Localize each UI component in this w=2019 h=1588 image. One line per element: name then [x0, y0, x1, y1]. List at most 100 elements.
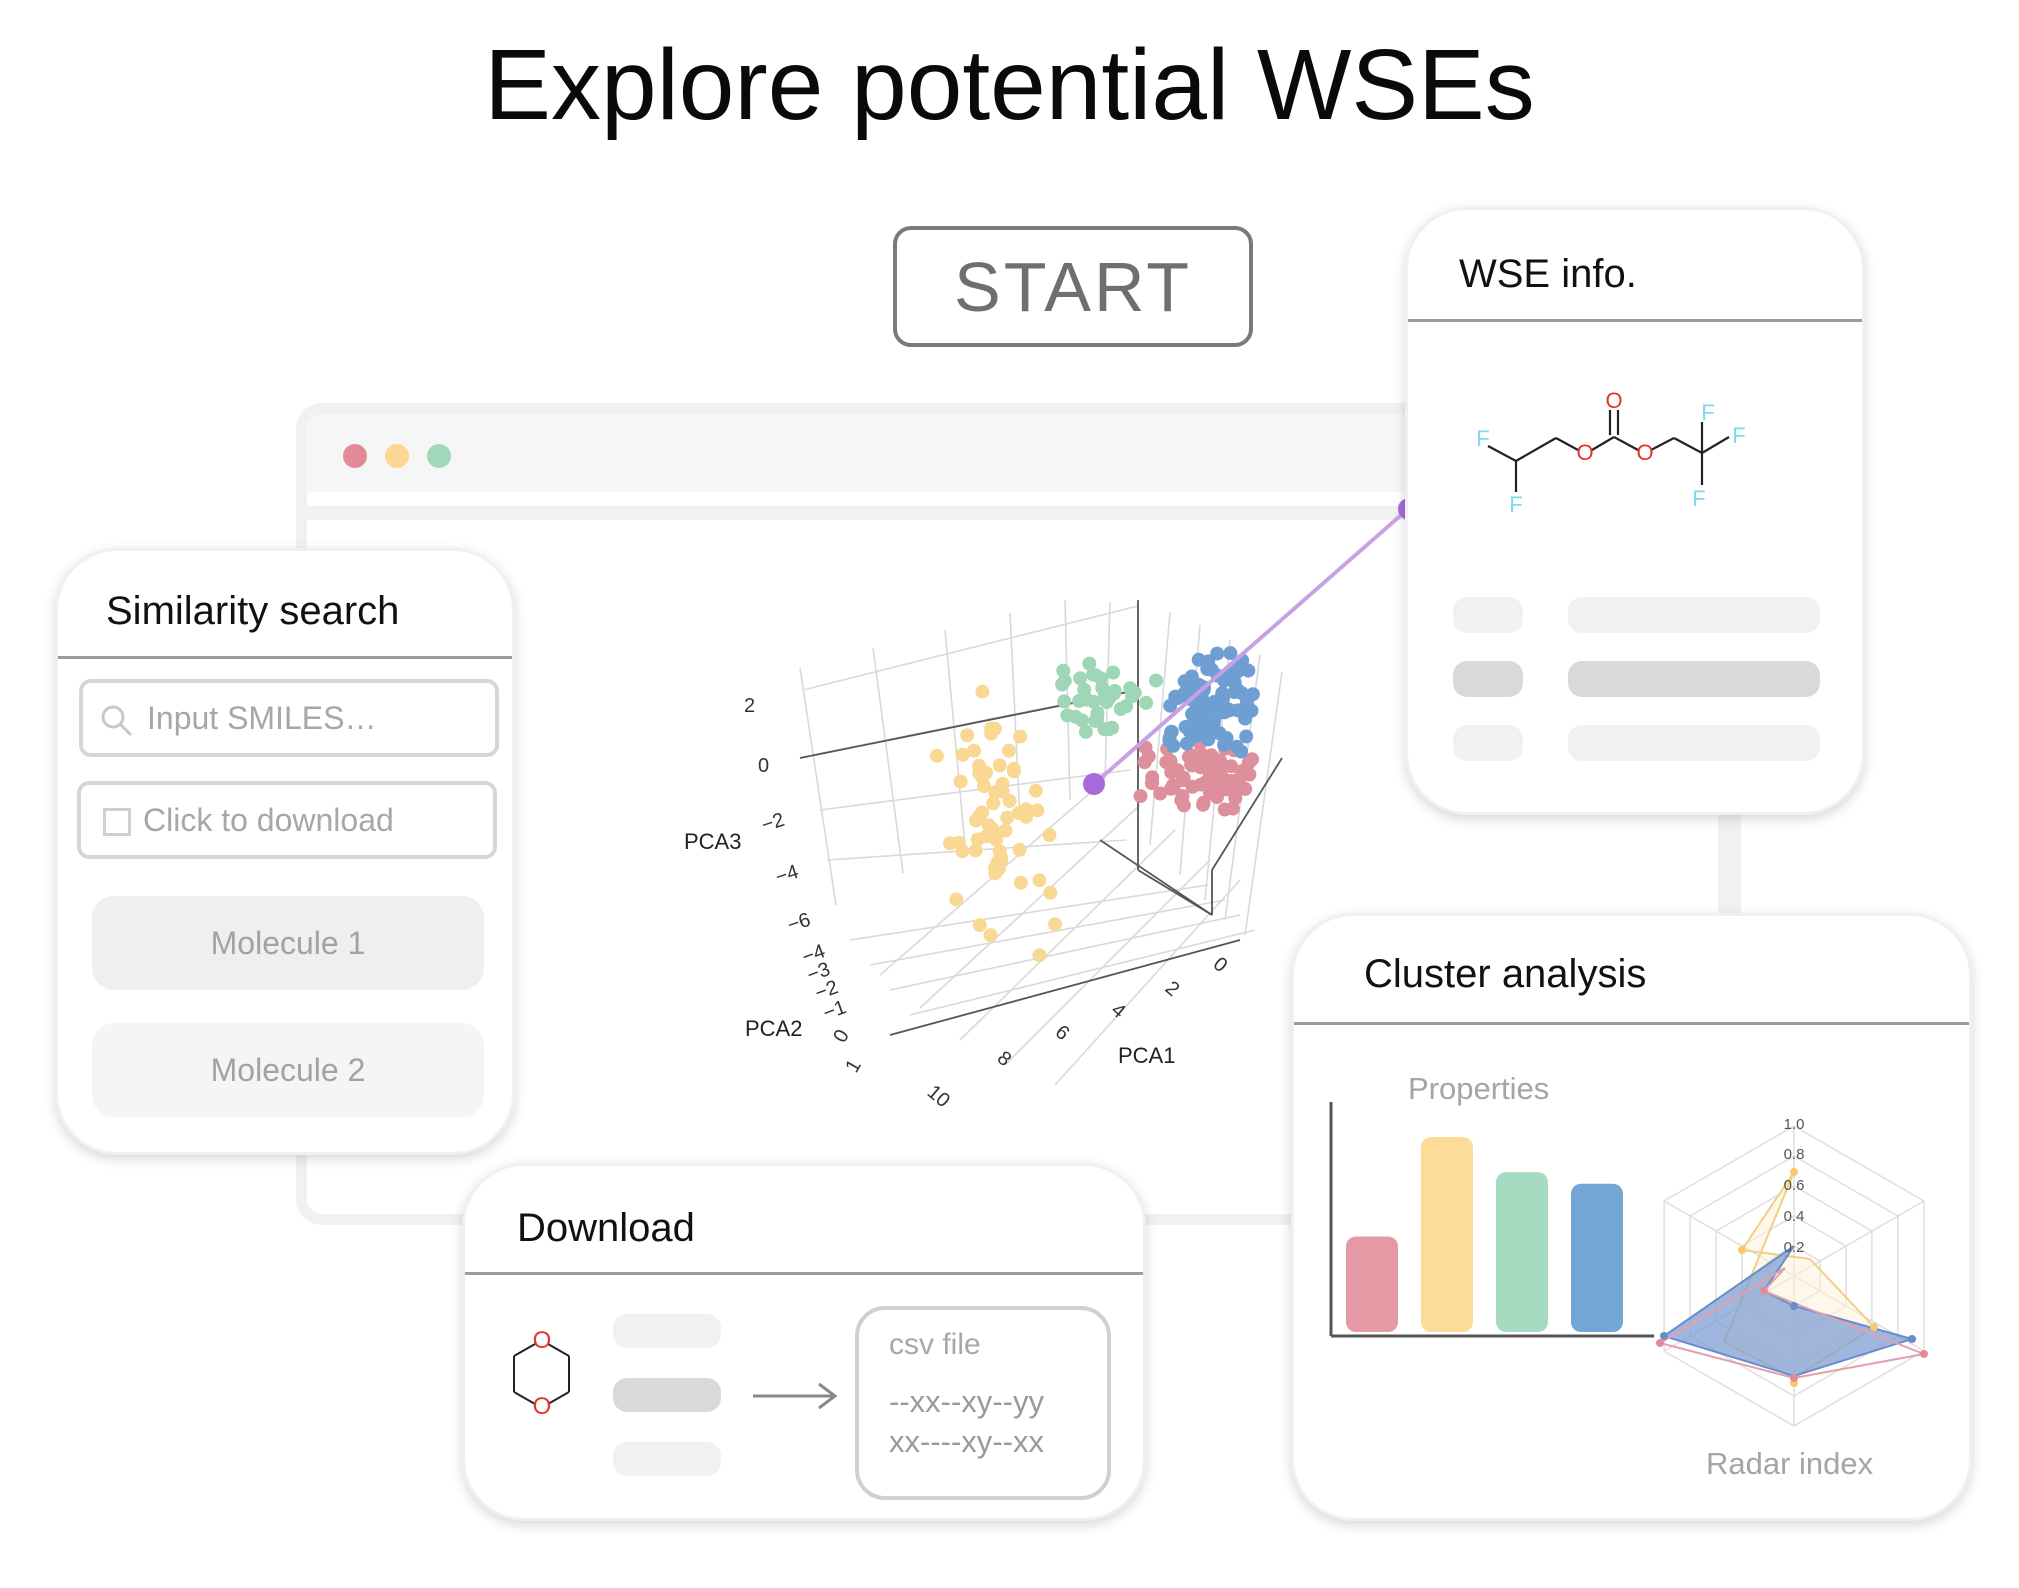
scatter-point: [1086, 694, 1101, 709]
download-title: Download: [517, 1206, 695, 1250]
arrow-right-icon: [753, 1382, 838, 1410]
scatter-point: [972, 766, 987, 781]
scatter-point: [1139, 695, 1154, 710]
scatter-point: [1077, 682, 1092, 697]
scatter-point: [1032, 948, 1047, 963]
scatter-point: [1119, 699, 1134, 714]
property-bar: [1346, 1236, 1398, 1332]
scatter-point: [1032, 873, 1047, 888]
scatter-point: [1144, 776, 1159, 791]
selected-point[interactable]: [1083, 773, 1105, 795]
scatter-point: [955, 844, 970, 859]
scatter-point: [1090, 706, 1105, 721]
scatter-point: [1000, 810, 1015, 825]
atom-fluorine: F: [1509, 492, 1522, 517]
scatter-point: [1239, 729, 1254, 744]
scatter-point: [1177, 674, 1192, 689]
scatter-point: [1078, 724, 1093, 739]
scatter-point: [1227, 675, 1242, 690]
pca1-tick: 4: [1107, 999, 1130, 1023]
scatter-point: [1133, 789, 1148, 804]
scatter-point: [1057, 674, 1072, 688]
info-placeholder-label: [1453, 661, 1523, 697]
scatter-point: [1163, 698, 1178, 713]
similarity-search-title: Similarity search: [106, 589, 400, 633]
csv-file-title: csv file: [889, 1328, 981, 1361]
csv-file-preview[interactable]: csv file --xx--xy--yy xx----xy--xx: [855, 1306, 1111, 1500]
download-placeholder-row: [613, 1314, 721, 1348]
pca1-tick: 0: [1209, 953, 1232, 977]
radar-tick: 0.8: [1784, 1146, 1805, 1163]
scatter-point: [1204, 697, 1219, 712]
pca3-axis-label: PCA3: [684, 829, 741, 854]
scatter-point: [984, 726, 999, 741]
scatter-point: [1227, 685, 1242, 700]
scatter-point: [1006, 764, 1021, 779]
scatter-point: [1057, 694, 1072, 709]
molecule-2-button[interactable]: Molecule 2: [92, 1023, 484, 1117]
window-minimize-dot[interactable]: [385, 444, 409, 468]
scatter-point: [1002, 743, 1016, 758]
download-placeholder-row: [613, 1442, 721, 1476]
info-placeholder-value: [1568, 661, 1820, 697]
scatter-point: [943, 836, 957, 851]
wse-info-card: WSE info. F F O O O F F F: [1405, 207, 1865, 815]
properties-bar-chart: [1329, 1102, 1654, 1338]
scatter-axes: [799, 600, 1283, 1036]
smiles-search-placeholder: Input SMILES…: [147, 699, 377, 736]
pca1-axis-label: PCA1: [1118, 1043, 1175, 1068]
search-icon: [101, 705, 133, 737]
scatter-point: [953, 774, 968, 789]
pca3-tick: −4: [773, 861, 801, 889]
scatter-point: [1176, 770, 1191, 785]
scatter-point: [1210, 646, 1225, 661]
atom-oxygen: O: [533, 1327, 552, 1354]
scatter-point: [1238, 781, 1253, 796]
scatter-point: [960, 728, 975, 743]
csv-line-2: xx----xy--xx: [889, 1424, 1044, 1459]
scatter-points: [930, 646, 1260, 963]
info-placeholder-value: [1568, 597, 1820, 633]
scatter-point: [930, 748, 944, 763]
window-maximize-dot[interactable]: [427, 444, 451, 468]
scatter-point: [1013, 729, 1028, 744]
scatter-point: [1107, 683, 1122, 698]
scatter-point: [1072, 694, 1087, 708]
atom-oxygen: O: [1576, 440, 1593, 465]
download-checkbox-field[interactable]: Click to download: [77, 781, 497, 859]
selection-connector-line: [1092, 507, 1410, 786]
scatter-point: [1224, 759, 1239, 774]
radar-index-label: Radar index: [1706, 1446, 1874, 1481]
scatter-point: [1019, 809, 1034, 824]
scatter-point: [1245, 752, 1260, 767]
card-divider: [1294, 1022, 1969, 1025]
radar-spoke: [1793, 1200, 1925, 1277]
pca1-tick: 10: [923, 1081, 954, 1112]
molecule-1-button[interactable]: Molecule 1: [92, 896, 484, 990]
scatter-point: [1164, 725, 1179, 740]
start-button[interactable]: START: [893, 226, 1253, 347]
scatter-point: [1193, 693, 1208, 708]
radar-tick: 0.6: [1784, 1177, 1805, 1194]
smiles-search-input[interactable]: Input SMILES…: [79, 679, 499, 757]
radar-chart: 0.2 0.4 0.6 0.8 1.0: [1656, 1116, 1928, 1427]
scatter-point: [1012, 842, 1027, 857]
scatter-point: [1013, 875, 1028, 890]
pca2-axis-label: PCA2: [745, 1016, 802, 1041]
card-divider: [58, 656, 512, 659]
scatter-point: [1205, 769, 1219, 784]
scatter-point: [1200, 662, 1215, 677]
scatter-point: [1089, 668, 1103, 683]
property-bar: [1496, 1172, 1548, 1332]
dioxane-molecule: O O: [513, 1327, 570, 1420]
scatter-point: [1239, 695, 1254, 710]
atom-fluorine: F: [1476, 426, 1489, 451]
scatter-point: [1042, 828, 1057, 842]
checkbox-icon[interactable]: [103, 808, 131, 836]
download-checkbox-label: Click to download: [143, 801, 394, 838]
atom-oxygen: O: [1605, 388, 1622, 413]
scatter-point: [972, 918, 987, 933]
download-card: Download O O csv file --xx--xy--yy xx---…: [462, 1163, 1146, 1521]
window-close-dot[interactable]: [343, 444, 367, 468]
